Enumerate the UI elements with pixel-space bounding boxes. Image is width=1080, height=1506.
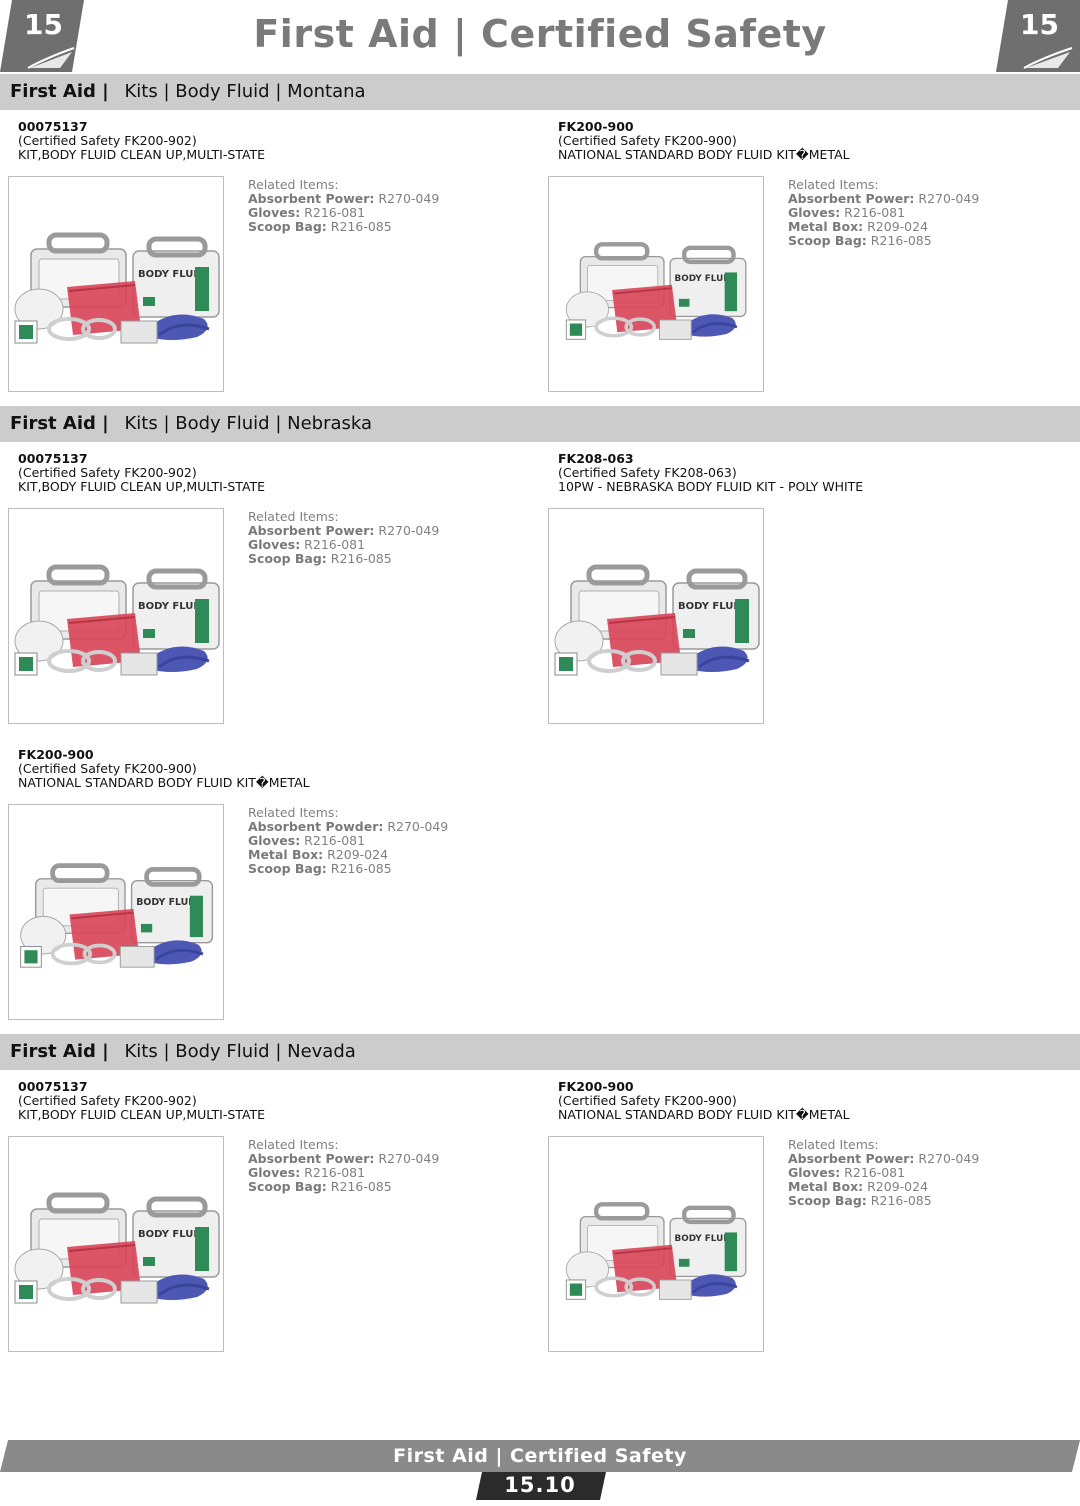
- product-image[interactable]: [8, 176, 224, 392]
- footer-band: [0, 1440, 1080, 1500]
- related-heading: Related Items:: [788, 1137, 879, 1152]
- related-heading: Related Items:: [248, 1137, 339, 1152]
- related-item[interactable]: Absorbent Powder: R270-049: [248, 819, 449, 834]
- related-item[interactable]: Gloves: R216-081: [248, 833, 366, 848]
- product-card: 00075137 (Certified Safety FK200-902) KI…: [8, 1080, 528, 1360]
- product-brand-ref: (Certified Safety FK208-063): [558, 465, 737, 480]
- page-header: 15 First Aid | Certified Safety 15: [0, 0, 1080, 72]
- related-item[interactable]: Metal Box: R209-024: [788, 1179, 929, 1194]
- product-info: FK200-900 (Certified Safety FK200-900) N…: [558, 1080, 850, 1122]
- product-id[interactable]: 00075137: [18, 451, 88, 466]
- related-item[interactable]: Scoop Bag: R216-085: [248, 861, 392, 876]
- related-item[interactable]: Absorbent Power: R270-049: [788, 191, 980, 206]
- product-card: FK200-900 (Certified Safety FK200-900) N…: [548, 120, 1068, 400]
- related-items: Related Items: Absorbent Power: R270-049…: [788, 1138, 979, 1208]
- product-brand-ref: (Certified Safety FK200-900): [18, 761, 197, 776]
- product-info: FK208-063 (Certified Safety FK208-063) 1…: [558, 452, 863, 494]
- product-info: 00075137 (Certified Safety FK200-902) KI…: [18, 1080, 265, 1122]
- product-info: 00075137 (Certified Safety FK200-902) KI…: [18, 120, 265, 162]
- related-item[interactable]: Absorbent Power: R270-049: [248, 523, 440, 538]
- related-heading: Related Items:: [788, 177, 879, 192]
- section-bar-montana: First Aid | Kits | Body Fluid | Montana: [0, 74, 1080, 110]
- product-image[interactable]: [548, 1136, 764, 1352]
- product-brand-ref: (Certified Safety FK200-902): [18, 465, 197, 480]
- section-path: Kits | Body Fluid | Nevada: [124, 1041, 356, 1062]
- related-items: Related Items: Absorbent Power: R270-049…: [248, 510, 439, 566]
- product-image[interactable]: [548, 176, 764, 392]
- page-title: First Aid | Certified Safety: [253, 12, 827, 56]
- product-info: 00075137 (Certified Safety FK200-902) KI…: [18, 452, 265, 494]
- related-items: Related Items: Absorbent Power: R270-049…: [788, 178, 979, 248]
- related-item[interactable]: Gloves: R216-081: [248, 537, 366, 552]
- section-path: Kits | Body Fluid | Montana: [124, 81, 366, 102]
- related-item[interactable]: Metal Box: R209-024: [788, 219, 929, 234]
- product-image[interactable]: [8, 508, 224, 724]
- product-id[interactable]: FK200-900: [558, 1079, 634, 1094]
- related-item[interactable]: Absorbent Power: R270-049: [248, 191, 440, 206]
- related-item[interactable]: Scoop Bag: R216-085: [788, 1193, 932, 1208]
- section-path: Kits | Body Fluid | Nebraska: [124, 413, 373, 434]
- product-description: KIT,BODY FLUID CLEAN UP,MULTI-STATE: [18, 1107, 266, 1122]
- related-item[interactable]: Gloves: R216-081: [248, 1165, 366, 1180]
- chapter-number-left: 15: [24, 8, 63, 41]
- related-item[interactable]: Absorbent Power: R270-049: [248, 1151, 440, 1166]
- product-id[interactable]: FK208-063: [558, 451, 634, 466]
- chapter-tab-shape: [996, 0, 1080, 72]
- section-bar-nebraska: First Aid | Kits | Body Fluid | Nebraska: [0, 406, 1080, 442]
- related-item[interactable]: Metal Box: R209-024: [248, 847, 389, 862]
- footer-title: First Aid | Certified Safety: [393, 1445, 687, 1467]
- product-image[interactable]: [8, 1136, 224, 1352]
- related-item[interactable]: Scoop Bag: R216-085: [248, 1179, 392, 1194]
- product-brand-ref: (Certified Safety FK200-902): [18, 1093, 197, 1108]
- product-card: FK200-900 (Certified Safety FK200-900) N…: [8, 748, 528, 1028]
- section-bar-nevada: First Aid | Kits | Body Fluid | Nevada: [0, 1034, 1080, 1070]
- product-brand-ref: (Certified Safety FK200-900): [558, 133, 737, 148]
- product-card: FK200-900 (Certified Safety FK200-900) N…: [548, 1080, 1068, 1360]
- related-items: Related Items: Absorbent Power: R270-049…: [248, 178, 439, 234]
- page-footer: First Aid | Certified Safety 15.10: [0, 1440, 1080, 1506]
- related-items: Related Items: Absorbent Powder: R270-04…: [248, 806, 448, 876]
- related-heading: Related Items:: [248, 509, 339, 524]
- section-category: First Aid |: [10, 81, 109, 102]
- product-description: NATIONAL STANDARD BODY FLUID KIT�METAL: [18, 775, 310, 790]
- related-heading: Related Items:: [248, 805, 339, 820]
- product-id[interactable]: FK200-900: [18, 747, 94, 762]
- related-items: Related Items: Absorbent Power: R270-049…: [248, 1138, 439, 1194]
- product-brand-ref: (Certified Safety FK200-902): [18, 133, 197, 148]
- product-card: FK208-063 (Certified Safety FK208-063) 1…: [548, 452, 1068, 732]
- product-id[interactable]: 00075137: [18, 119, 88, 134]
- related-item[interactable]: Gloves: R216-081: [788, 1165, 906, 1180]
- product-description: NATIONAL STANDARD BODY FLUID KIT�METAL: [558, 147, 850, 162]
- related-item[interactable]: Scoop Bag: R216-085: [788, 233, 932, 248]
- product-info: FK200-900 (Certified Safety FK200-900) N…: [558, 120, 850, 162]
- product-card: 00075137 (Certified Safety FK200-902) KI…: [8, 452, 528, 732]
- page-number: 15.10: [504, 1473, 576, 1497]
- product-description: NATIONAL STANDARD BODY FLUID KIT�METAL: [558, 1107, 850, 1122]
- related-item[interactable]: Scoop Bag: R216-085: [248, 551, 392, 566]
- related-heading: Related Items:: [248, 177, 339, 192]
- product-image[interactable]: [8, 804, 224, 1020]
- product-description: KIT,BODY FLUID CLEAN UP,MULTI-STATE: [18, 479, 266, 494]
- chapter-number-right: 15: [1020, 8, 1059, 41]
- chapter-tab-right: 15: [996, 0, 1080, 72]
- product-brand-ref: (Certified Safety FK200-900): [558, 1093, 737, 1108]
- related-item[interactable]: Gloves: R216-081: [248, 205, 366, 220]
- chapter-tab-shape: [0, 0, 84, 72]
- product-image[interactable]: [548, 508, 764, 724]
- chapter-tab-left: 15: [0, 0, 84, 72]
- related-item[interactable]: Absorbent Power: R270-049: [788, 1151, 980, 1166]
- product-description: KIT,BODY FLUID CLEAN UP,MULTI-STATE: [18, 147, 266, 162]
- product-id[interactable]: FK200-900: [558, 119, 634, 134]
- product-description: 10PW - NEBRASKA BODY FLUID KIT - POLY WH…: [558, 479, 864, 494]
- product-info: FK200-900 (Certified Safety FK200-900) N…: [18, 748, 310, 790]
- related-item[interactable]: Gloves: R216-081: [788, 205, 906, 220]
- product-card: 00075137 (Certified Safety FK200-902) KI…: [8, 120, 528, 400]
- section-category: First Aid |: [10, 413, 109, 434]
- section-category: First Aid |: [10, 1041, 109, 1062]
- related-item[interactable]: Scoop Bag: R216-085: [248, 219, 392, 234]
- product-id[interactable]: 00075137: [18, 1079, 88, 1094]
